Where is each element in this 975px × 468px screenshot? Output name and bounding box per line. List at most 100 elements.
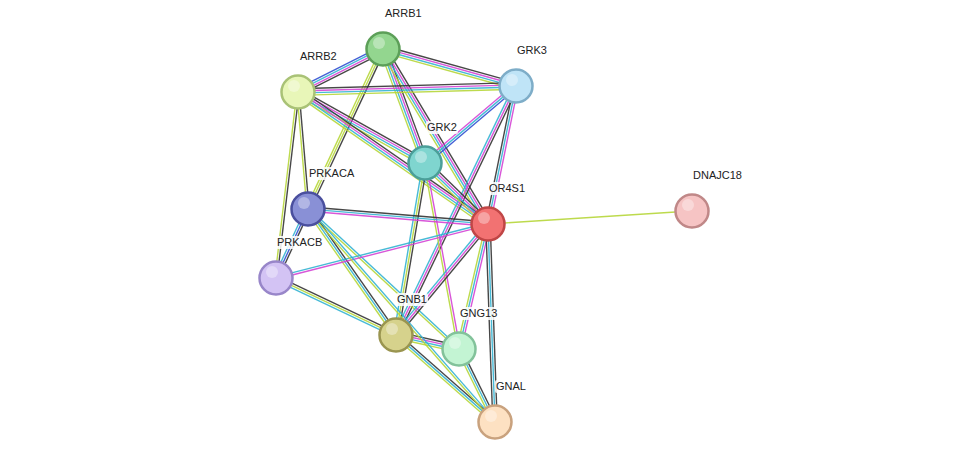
node-circle xyxy=(280,74,316,110)
node-circle xyxy=(407,145,443,181)
interaction-edge xyxy=(398,50,501,85)
node-highlight xyxy=(298,197,310,209)
node-highlight xyxy=(266,266,278,278)
node-label: GNG13 xyxy=(459,307,498,320)
evidence-line xyxy=(399,54,500,82)
node-disc xyxy=(292,193,325,226)
node-disc xyxy=(282,76,315,109)
interaction-edge xyxy=(310,99,477,218)
interaction-edge xyxy=(290,283,382,330)
evidence-line xyxy=(436,175,475,213)
node-disc xyxy=(676,195,709,228)
protein-node: GRK3 xyxy=(498,68,534,104)
evidence-line xyxy=(486,241,492,406)
node-disc xyxy=(472,208,505,241)
node-disc xyxy=(479,406,512,439)
node-disc xyxy=(367,33,400,66)
evidence-line xyxy=(316,224,385,323)
evidence-line xyxy=(427,179,455,333)
node-circle xyxy=(498,68,534,104)
protein-node: GNG13 xyxy=(441,331,477,367)
evidence-line xyxy=(311,102,474,215)
protein-node: ARRB1 xyxy=(365,31,401,67)
node-circle xyxy=(441,331,477,367)
evidence-line xyxy=(312,101,475,214)
evidence-line xyxy=(405,102,511,321)
protein-node: GNB1 xyxy=(378,317,414,353)
node-highlight xyxy=(288,80,300,92)
node-highlight xyxy=(415,151,427,163)
protein-node: GRK2 xyxy=(407,145,443,181)
evidence-line xyxy=(468,363,489,406)
evidence-line xyxy=(312,101,410,156)
node-disc xyxy=(409,147,442,180)
node-circle xyxy=(477,404,513,440)
evidence-line xyxy=(313,99,476,212)
evidence-line xyxy=(398,57,499,85)
evidence-line xyxy=(292,283,382,326)
interaction-edge xyxy=(504,212,675,223)
node-label: DNAJC18 xyxy=(692,169,743,182)
evidence-line xyxy=(313,99,411,154)
evidence-line xyxy=(435,177,474,215)
node-label: ARRB1 xyxy=(384,7,423,20)
protein-node: ARRB2 xyxy=(280,74,316,110)
evidence-line xyxy=(290,287,380,330)
interaction-edge xyxy=(386,63,423,148)
evidence-line xyxy=(314,59,370,87)
protein-node: PRKACB xyxy=(258,260,294,296)
interaction-edge xyxy=(324,208,471,225)
node-disc xyxy=(443,333,476,366)
evidence-line xyxy=(324,210,471,222)
evidence-line xyxy=(400,50,501,78)
evidence-line xyxy=(321,219,448,337)
node-label: ARRB2 xyxy=(299,50,338,63)
interaction-edge xyxy=(298,108,307,192)
protein-node: OR4S1 xyxy=(470,206,506,242)
node-highlight xyxy=(682,199,694,211)
interaction-edge xyxy=(435,172,479,215)
node-label: OR4S1 xyxy=(488,182,526,195)
interaction-edge xyxy=(292,227,473,275)
interaction-edge xyxy=(319,219,447,338)
evidence-line xyxy=(504,212,675,223)
node-label: GRK2 xyxy=(426,121,458,134)
node-highlight xyxy=(485,410,497,422)
node-circle xyxy=(365,31,401,67)
node-highlight xyxy=(506,74,518,86)
evidence-line xyxy=(292,227,472,273)
node-highlight xyxy=(386,323,398,335)
evidence-line xyxy=(439,172,478,210)
node-circle xyxy=(674,193,710,229)
protein-node: DNAJC18 xyxy=(674,193,710,229)
protein-node: PRKACA xyxy=(290,191,326,227)
interaction-edge xyxy=(464,363,489,408)
interaction-edge xyxy=(314,83,499,95)
node-disc xyxy=(380,319,413,352)
node-circle xyxy=(290,191,326,227)
evidence-line xyxy=(317,223,386,322)
evidence-line xyxy=(315,90,500,95)
evidence-line xyxy=(438,174,477,212)
node-label: PRKACA xyxy=(308,167,355,180)
node-highlight xyxy=(478,212,490,224)
node-label: GRK3 xyxy=(516,44,548,57)
evidence-line xyxy=(399,52,500,80)
interaction-edge xyxy=(427,179,457,333)
node-label: GNB1 xyxy=(396,293,428,306)
evidence-line xyxy=(386,66,417,149)
evidence-line xyxy=(314,97,412,152)
evidence-line xyxy=(291,285,381,328)
node-highlight xyxy=(373,37,385,49)
evidence-line xyxy=(298,109,305,193)
node-disc xyxy=(500,70,533,103)
node-circle xyxy=(258,260,294,296)
node-highlight xyxy=(449,337,461,349)
node-disc xyxy=(260,262,293,295)
protein-node: GNAL xyxy=(477,404,513,440)
interaction-edge xyxy=(311,97,412,158)
evidence-line xyxy=(310,104,473,217)
node-label: GNAL xyxy=(495,380,527,393)
node-circle xyxy=(470,206,506,242)
evidence-line xyxy=(324,213,471,225)
